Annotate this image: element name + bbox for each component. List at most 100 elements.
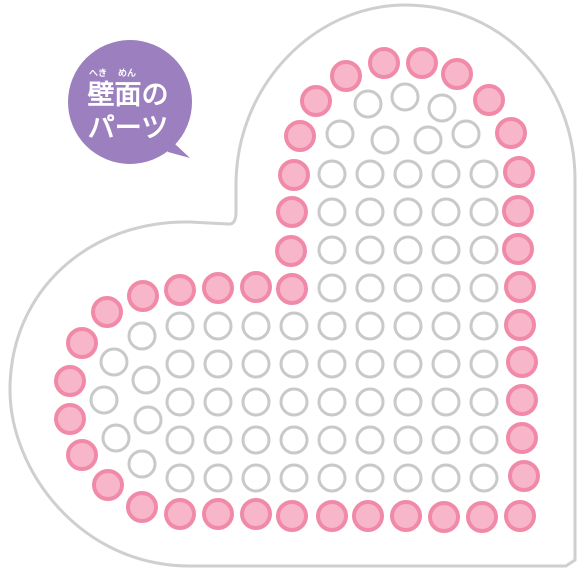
inner-peg	[165, 425, 195, 455]
inner-peg	[279, 463, 309, 493]
inner-peg	[353, 89, 383, 119]
inner-peg	[413, 125, 443, 155]
border-peg	[276, 196, 308, 228]
inner-peg	[431, 235, 461, 265]
border-peg	[66, 327, 98, 359]
border-peg	[428, 501, 460, 533]
border-peg	[406, 47, 438, 79]
inner-peg	[469, 349, 499, 379]
inner-peg	[393, 387, 423, 417]
badge-ruby-men: めん	[118, 68, 136, 79]
border-pegs	[54, 47, 540, 533]
border-peg	[92, 469, 124, 501]
border-peg	[240, 271, 272, 303]
border-peg	[390, 500, 422, 532]
border-peg	[300, 85, 332, 117]
border-peg	[352, 500, 384, 532]
border-peg	[276, 500, 308, 532]
border-peg	[506, 346, 538, 378]
inner-peg	[317, 159, 347, 189]
parts-badge: へき めん 壁面の パーツ	[68, 40, 192, 164]
inner-peg	[431, 349, 461, 379]
inner-peg	[317, 197, 347, 227]
border-peg	[275, 235, 307, 267]
inner-peg	[165, 387, 195, 417]
inner-peg	[393, 349, 423, 379]
inner-peg	[317, 425, 347, 455]
border-peg	[284, 120, 316, 152]
inner-peg	[469, 425, 499, 455]
inner-peg	[203, 387, 233, 417]
inner-peg	[390, 82, 420, 112]
inner-peg	[393, 197, 423, 227]
border-peg	[276, 273, 308, 305]
inner-peg	[427, 93, 457, 123]
inner-peg	[203, 425, 233, 455]
inner-peg	[370, 125, 400, 155]
inner-peg	[203, 349, 233, 379]
inner-peg	[241, 311, 271, 341]
border-peg	[503, 156, 535, 188]
inner-peg	[165, 311, 195, 341]
inner-peg	[469, 273, 499, 303]
inner-peg	[241, 463, 271, 493]
border-peg	[508, 460, 540, 492]
inner-peg	[469, 159, 499, 189]
inner-peg	[431, 463, 461, 493]
inner-pegs	[89, 82, 499, 493]
inner-peg	[89, 385, 119, 415]
inner-peg	[355, 159, 385, 189]
border-peg	[240, 498, 272, 530]
badge-line1: 壁面の	[88, 80, 169, 111]
inner-peg	[355, 235, 385, 265]
border-peg	[504, 309, 536, 341]
border-peg	[502, 195, 534, 227]
border-peg	[54, 403, 86, 435]
inner-peg	[99, 347, 129, 377]
inner-peg	[241, 387, 271, 417]
border-peg	[502, 233, 534, 265]
border-peg	[202, 272, 234, 304]
inner-peg	[279, 387, 309, 417]
inner-peg	[469, 197, 499, 227]
border-peg	[441, 58, 473, 90]
inner-peg	[393, 235, 423, 265]
inner-peg	[431, 159, 461, 189]
inner-peg	[101, 423, 131, 453]
border-peg	[316, 500, 348, 532]
inner-peg	[317, 387, 347, 417]
inner-peg	[393, 273, 423, 303]
border-peg	[506, 422, 538, 454]
border-peg	[126, 491, 158, 523]
inner-peg	[325, 119, 355, 149]
inner-peg	[127, 321, 157, 351]
inner-peg	[241, 349, 271, 379]
inner-peg	[165, 349, 195, 379]
inner-peg	[279, 311, 309, 341]
border-peg	[164, 274, 196, 306]
border-peg	[278, 159, 310, 191]
inner-peg	[355, 311, 385, 341]
badge-line2: パーツ	[88, 113, 168, 144]
inner-peg	[241, 425, 271, 455]
border-peg	[495, 117, 527, 149]
inner-peg	[393, 311, 423, 341]
inner-peg	[355, 387, 385, 417]
border-peg	[473, 84, 505, 116]
inner-peg	[355, 349, 385, 379]
border-peg	[127, 280, 159, 312]
inner-peg	[355, 463, 385, 493]
inner-peg	[355, 197, 385, 227]
border-peg	[504, 500, 536, 532]
inner-peg	[165, 463, 195, 493]
inner-peg	[317, 463, 347, 493]
border-peg	[202, 498, 234, 530]
inner-peg	[469, 311, 499, 341]
border-peg	[54, 365, 86, 397]
inner-peg	[131, 365, 161, 395]
inner-peg	[469, 387, 499, 417]
inner-peg	[431, 425, 461, 455]
inner-peg	[469, 235, 499, 265]
inner-peg	[127, 449, 157, 479]
inner-peg	[431, 387, 461, 417]
